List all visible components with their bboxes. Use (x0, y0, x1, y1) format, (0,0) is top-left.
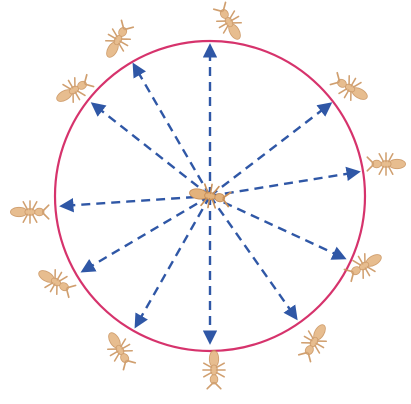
dispersal-arrow-6 (136, 196, 210, 326)
outer-ant-icon-2 (99, 18, 137, 62)
dispersal-arrow-9 (210, 196, 344, 258)
dispersal-arrow-11 (210, 104, 330, 196)
outer-ant-icon-4 (10, 201, 48, 223)
dispersal-arrow-4 (62, 196, 210, 206)
outer-ant-icon-3 (52, 71, 96, 109)
dispersal-arrow-5 (83, 196, 210, 271)
dispersal-arrow-3 (93, 104, 210, 196)
outer-ant-icon-7 (203, 350, 225, 388)
outer-ant-icon-1 (210, 0, 248, 44)
dispersal-arrow-2 (134, 65, 210, 196)
dispersal-arrow-10 (210, 172, 358, 196)
outer-ant-icon-11 (328, 69, 372, 107)
outer-ant-icon-6 (101, 328, 139, 372)
dispersal-arrow-8 (210, 196, 296, 318)
outer-ant-icon-8 (295, 320, 333, 364)
outer-ant-icon-5 (34, 263, 78, 301)
outer-ant-icon-10 (367, 153, 405, 175)
